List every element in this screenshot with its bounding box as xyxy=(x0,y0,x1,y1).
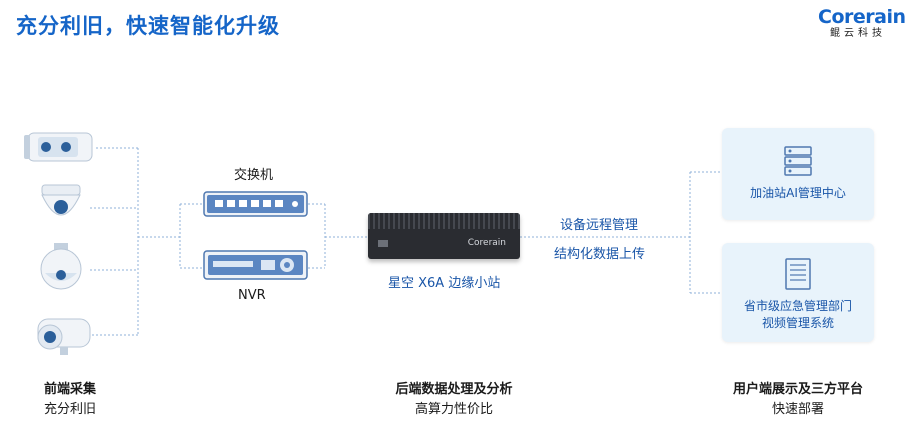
dome-camera-icon xyxy=(41,184,81,216)
ai-center-card: 加油站AI管理中心 xyxy=(722,128,874,220)
edge-station-label: 星空 X6A 边缘小站 xyxy=(388,276,501,291)
backend-subtitle: 高算力性价比 xyxy=(414,402,493,417)
nvr-label: NVR xyxy=(238,288,266,303)
front-end-subtitle: 充分利旧 xyxy=(43,402,96,417)
front-end-title: 前端采集 xyxy=(43,382,96,397)
user-end-subtitle: 快速部署 xyxy=(771,402,824,417)
switch-icon xyxy=(203,191,308,217)
server-rack-icon xyxy=(785,258,811,290)
switch-label: 交换机 xyxy=(234,168,274,183)
front-end-caption: 前端采集 充分利旧 xyxy=(0,380,170,420)
ptz-camera-icon xyxy=(40,243,82,290)
page-title: 充分利旧，快速智能化升级 xyxy=(16,14,280,38)
nvr-icon xyxy=(203,250,308,280)
user-end-title: 用户端展示及三方平台 xyxy=(732,382,863,397)
backend-caption: 后端数据处理及分析 高算力性价比 xyxy=(354,380,554,420)
bullet-camera-alt-icon xyxy=(37,318,91,355)
data-upload-label: 结构化数据上传 xyxy=(554,247,646,262)
user-end-caption: 用户端展示及三方平台 快速部署 xyxy=(698,380,898,420)
heatsink-fins xyxy=(368,213,520,229)
logo-subtitle: 鲲云科技 xyxy=(830,28,886,39)
remote-management-label: 设备远程管理 xyxy=(560,218,639,233)
bullet-camera-icon xyxy=(24,132,93,162)
emergency-dept-label: 省市级应急管理部门 xyxy=(743,299,852,313)
corerain-logo: Corerain 鲲云科技 xyxy=(818,6,906,40)
backend-title: 后端数据处理及分析 xyxy=(395,382,513,397)
video-system-label: 视频管理系统 xyxy=(761,316,834,330)
emergency-system-card: 省市级应急管理部门 视频管理系统 xyxy=(722,243,874,342)
ai-center-label: 加油站AI管理中心 xyxy=(750,186,846,200)
edge-station-device: Corerain xyxy=(368,213,520,259)
server-icon xyxy=(784,146,812,176)
logo-wordmark: Corerain xyxy=(818,6,906,28)
device-brand: Corerain xyxy=(467,238,506,248)
front-port xyxy=(378,240,388,247)
